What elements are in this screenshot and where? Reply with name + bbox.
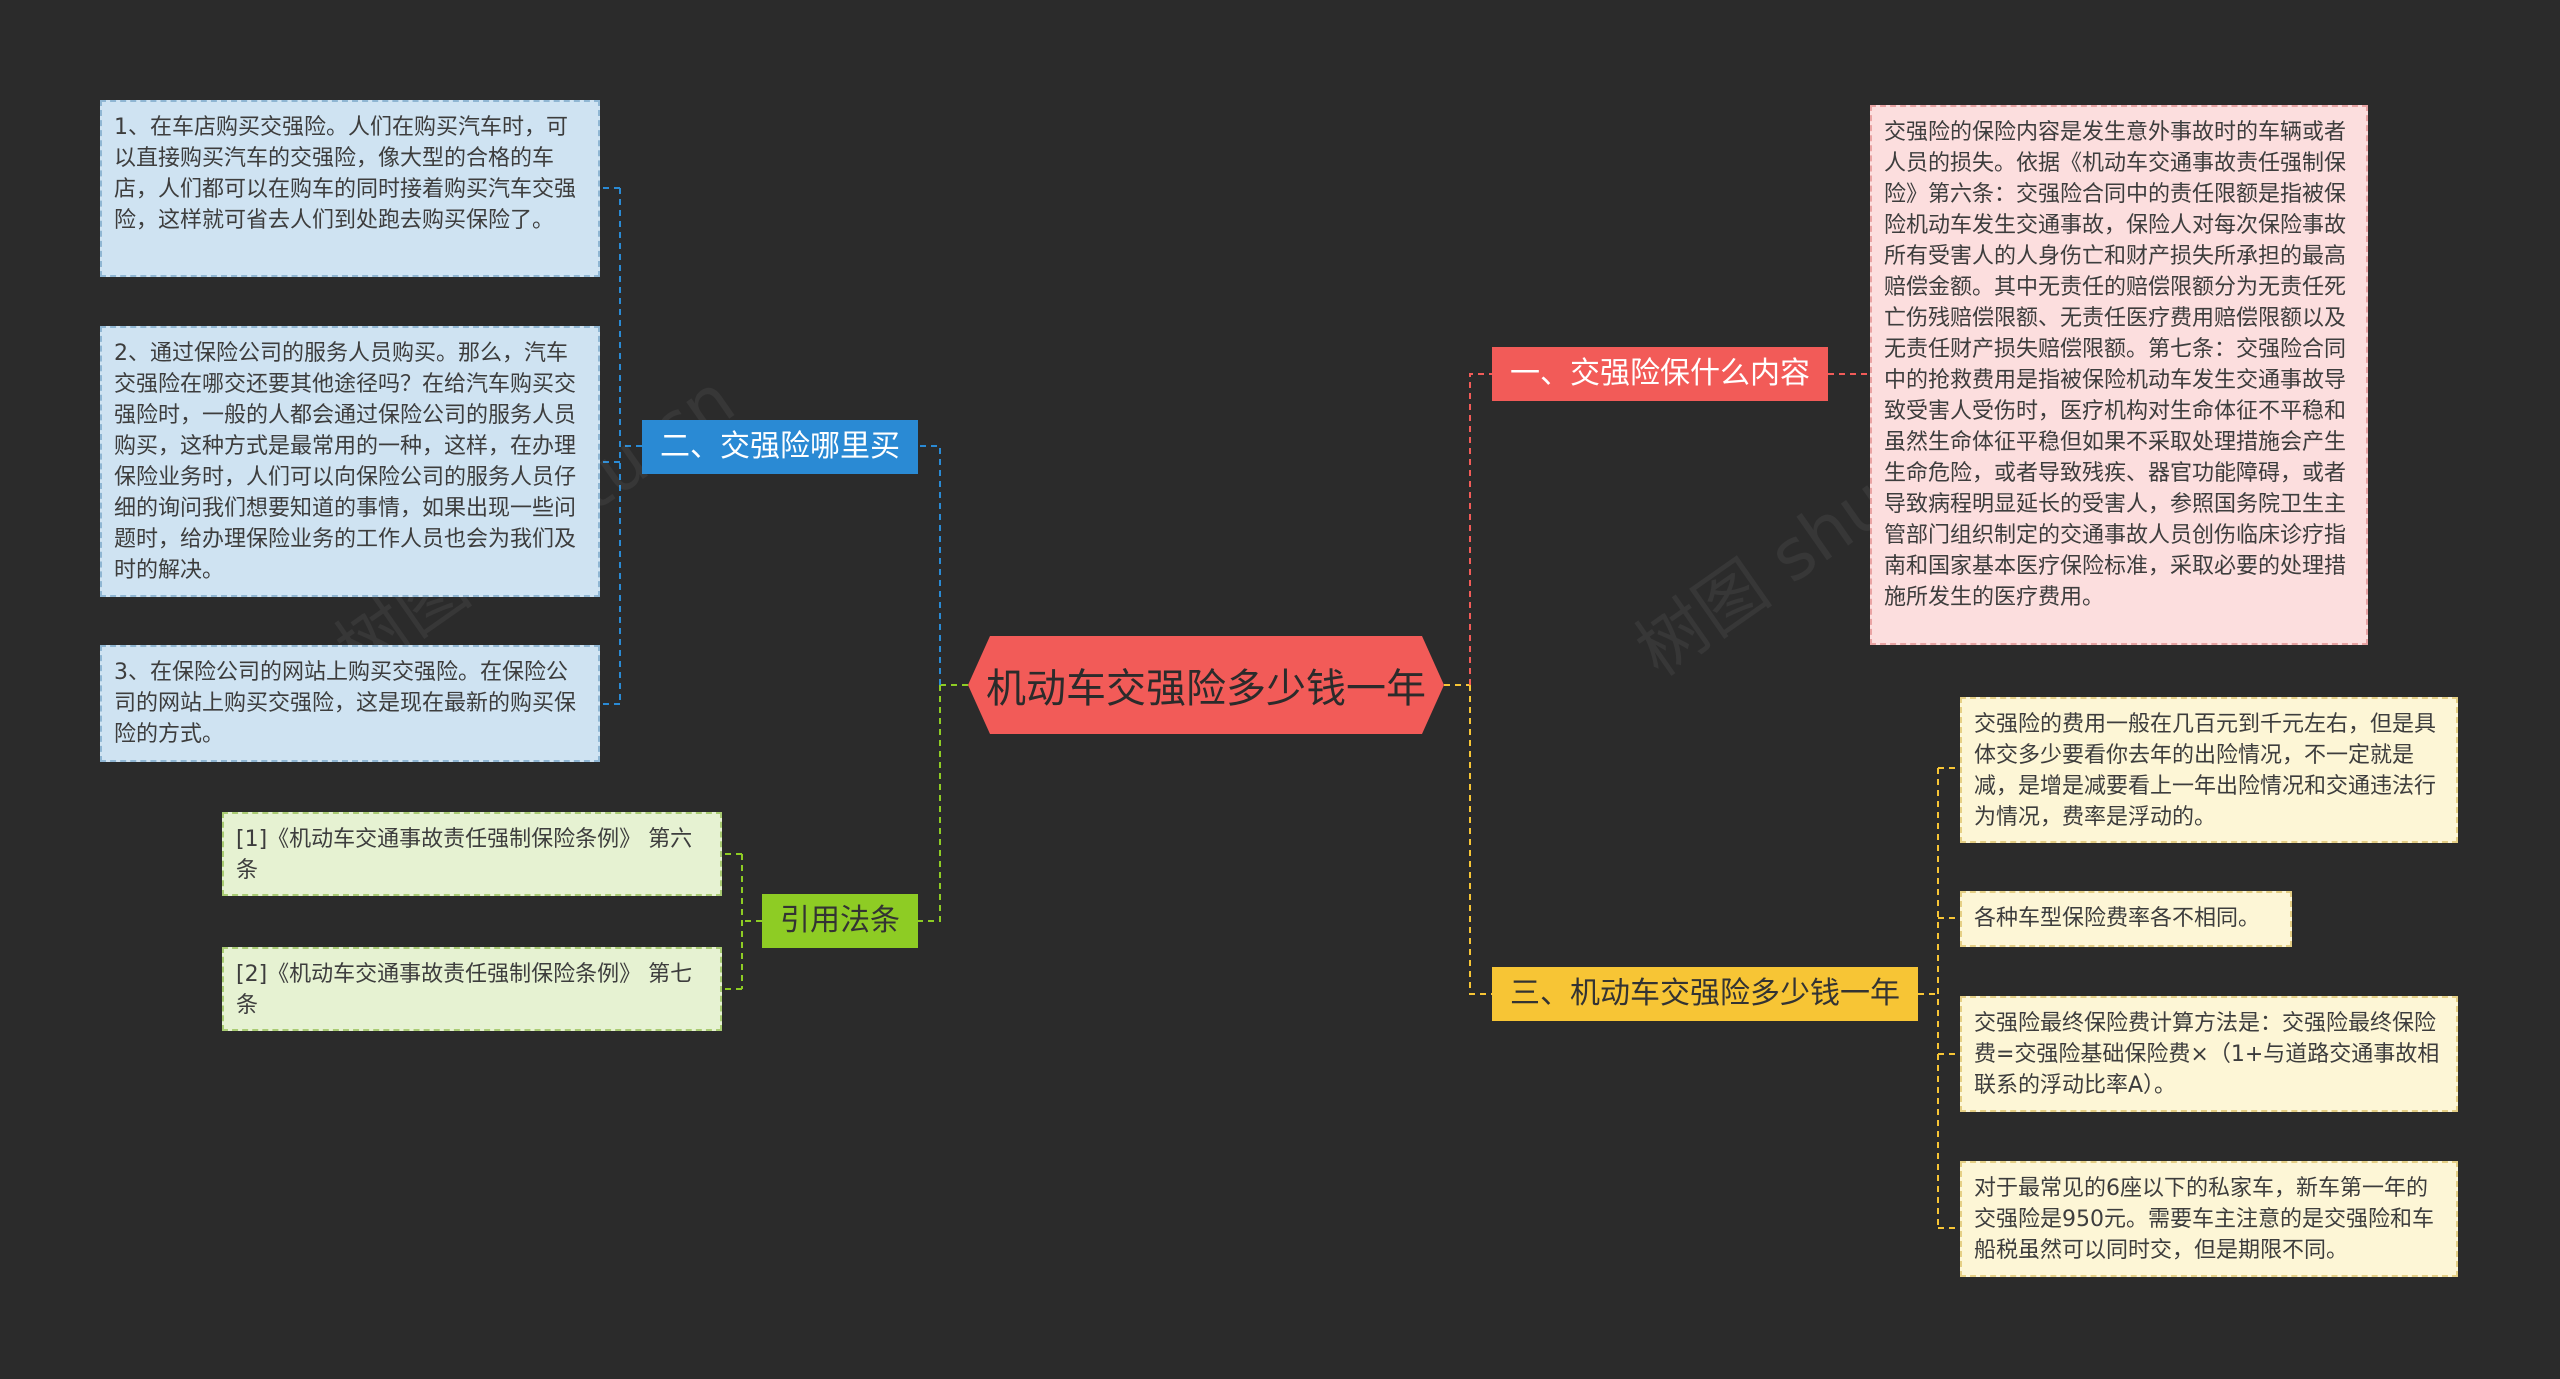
branch-label: 引用法条 [780,903,900,938]
branch-coverage[interactable]: 一、交强险保什么内容 [1492,347,1828,401]
leaf-text: [2]《机动车交通事故责任强制保险条例》 第七条 [236,962,693,1018]
branch-citations[interactable]: 引用法条 [762,894,918,948]
leaf-text: 3、在保险公司的网站上购买交强险。在保险公司的网站上购买交强险，这是现在最新的购… [114,660,577,747]
connector-right-trunk-yellow [1469,685,1492,995]
branch-label: 三、机动车交强险多少钱一年 [1510,976,1900,1011]
leaf-text: 各种车型保险费率各不相同。 [1974,906,2261,931]
leaf-text: 对于最常见的6座以下的私家车，新车第一年的交强险是950元。需要车主注意的是交强… [1974,1176,2434,1263]
root-topic-label: 机动车交强险多少钱一年 [986,666,1426,712]
branch-label: 一、交强险保什么内容 [1510,356,1810,391]
connector-right-trunk-red [1469,373,1492,685]
leaf-citation-2[interactable]: [2]《机动车交通事故责任强制保险条例》 第七条 [222,947,722,1031]
leaf-citation-1[interactable]: [1]《机动车交通事故责任强制保险条例》 第六条 [222,812,722,896]
leaf-cost-1[interactable]: 交强险的费用一般在几百元到千元左右，但是具体交多少要看你去年的出险情况，不一定就… [1960,697,2458,843]
leaf-text: 2、通过保险公司的服务人员购买。那么，汽车交强险在哪交还要其他途径吗？在给汽车购… [114,341,577,583]
leaf-text: 1、在车店购买交强险。人们在购买汽车时，可以直接购买汽车的交强险，像大型的合格的… [114,115,577,233]
leaf-text: [1]《机动车交通事故责任强制保险条例》 第六条 [236,827,693,883]
connector-yellow-leaves [1918,767,1960,1229]
leaf-cost-3[interactable]: 交强险最终保险费计算方法是：交强险最终保险费=交强险基础保险费×（1+与道路交通… [1960,996,2458,1112]
leaf-text: 交强险的费用一般在几百元到千元左右，但是具体交多少要看你去年的出险情况，不一定就… [1974,712,2437,830]
leaf-text: 交强险的保险内容是发生意外事故时的车辆或者人员的损失。依据《机动车交通事故责任强… [1884,120,2347,610]
root-topic[interactable]: 机动车交强险多少钱一年 [968,636,1444,734]
leaf-cost-4[interactable]: 对于最常见的6座以下的私家车，新车第一年的交强险是950元。需要车主注意的是交强… [1960,1161,2458,1277]
connector-left-trunk-blue [918,445,941,685]
leaf-coverage-1[interactable]: 交强险的保险内容是发生意外事故时的车辆或者人员的损失。依据《机动车交通事故责任强… [1870,105,2368,645]
branch-cost[interactable]: 三、机动车交强险多少钱一年 [1492,967,1918,1021]
connector-blue-leaves [600,187,642,705]
leaf-cost-2[interactable]: 各种车型保险费率各不相同。 [1960,891,2292,947]
branch-where-to-buy[interactable]: 二、交强险哪里买 [642,420,918,474]
leaf-text: 交强险最终保险费计算方法是：交强险最终保险费=交强险基础保险费×（1+与道路交通… [1974,1011,2440,1098]
leaf-where-to-buy-1[interactable]: 1、在车店购买交强险。人们在购买汽车时，可以直接购买汽车的交强险，像大型的合格的… [100,100,600,277]
leaf-where-to-buy-2[interactable]: 2、通过保险公司的服务人员购买。那么，汽车交强险在哪交还要其他途径吗？在给汽车购… [100,326,600,597]
connector-green-leaves [722,853,762,990]
connector-left-trunk-green [918,685,941,922]
leaf-where-to-buy-3[interactable]: 3、在保险公司的网站上购买交强险。在保险公司的网站上购买交强险，这是现在最新的购… [100,645,600,762]
branch-label: 二、交强险哪里买 [660,429,900,464]
